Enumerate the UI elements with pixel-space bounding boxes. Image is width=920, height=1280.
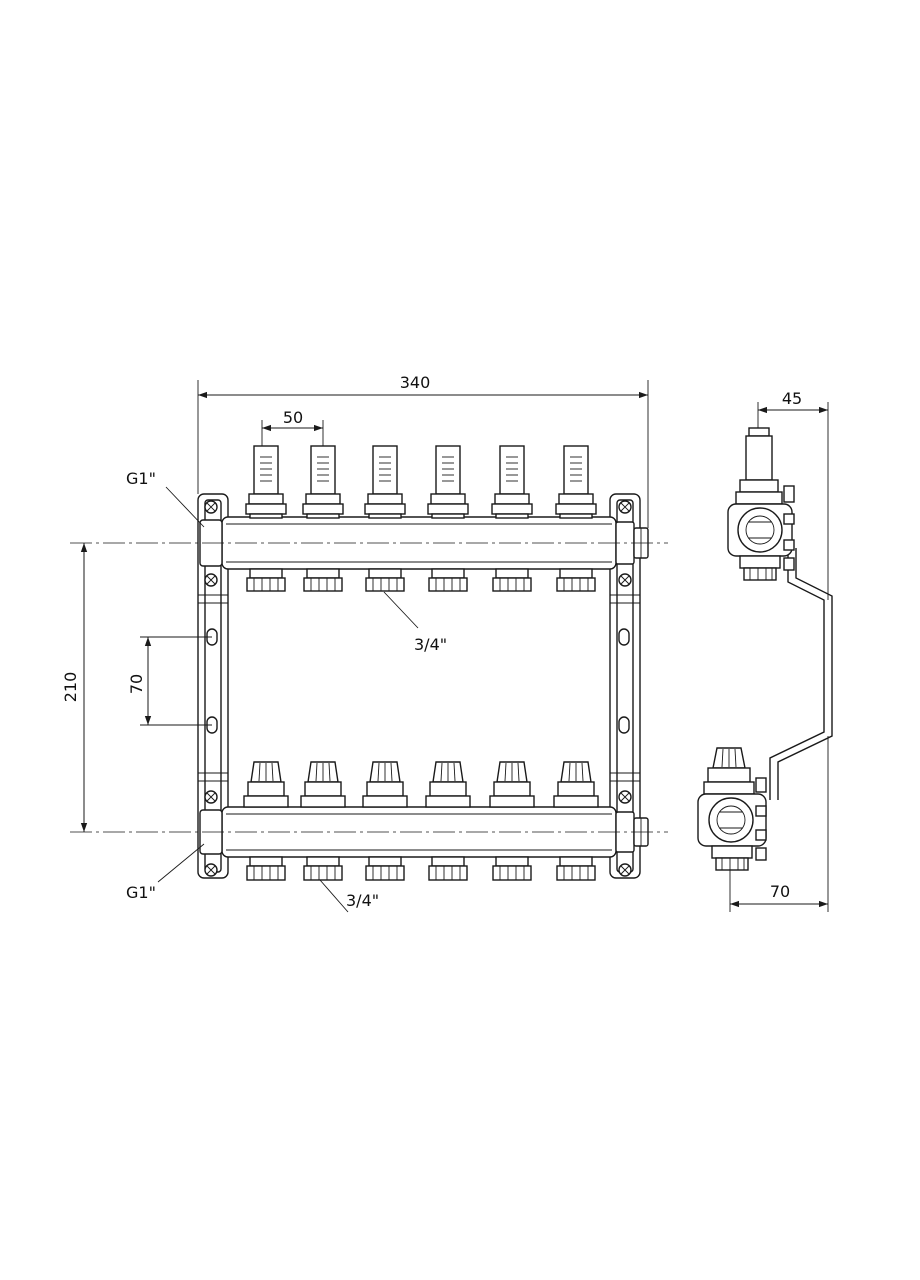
front-dimensions: 340 50 210 70 G1" G1" 3/4" 3/4" [61,373,649,913]
thread-outlet-top: 3/4" [414,635,447,654]
thread-inlet-top: G1" [126,469,156,488]
dim-side-total: 70 [770,882,790,901]
dim-outlet-pitch: 50 [283,408,303,427]
thread-outlet-bottom: 3/4" [346,891,379,910]
dim-side-depth: 45 [782,389,802,408]
flow-meters [245,445,597,519]
dim-total-width: 340 [400,373,431,392]
side-top-assembly [727,427,795,581]
side-bottom-assembly [697,747,767,871]
thread-inlet-bottom: G1" [126,883,156,902]
bottom-valve-caps [243,761,599,808]
top-outlet-fittings [246,568,596,592]
front-view [70,445,668,881]
bottom-outlet-fittings [246,856,596,881]
side-view [697,427,833,871]
dim-center-distance: 210 [61,672,80,703]
bracket-screws [204,500,632,877]
side-dimensions: 45 70 [729,389,829,912]
dim-hole-spacing: 70 [127,674,146,694]
side-bracket [769,548,825,800]
